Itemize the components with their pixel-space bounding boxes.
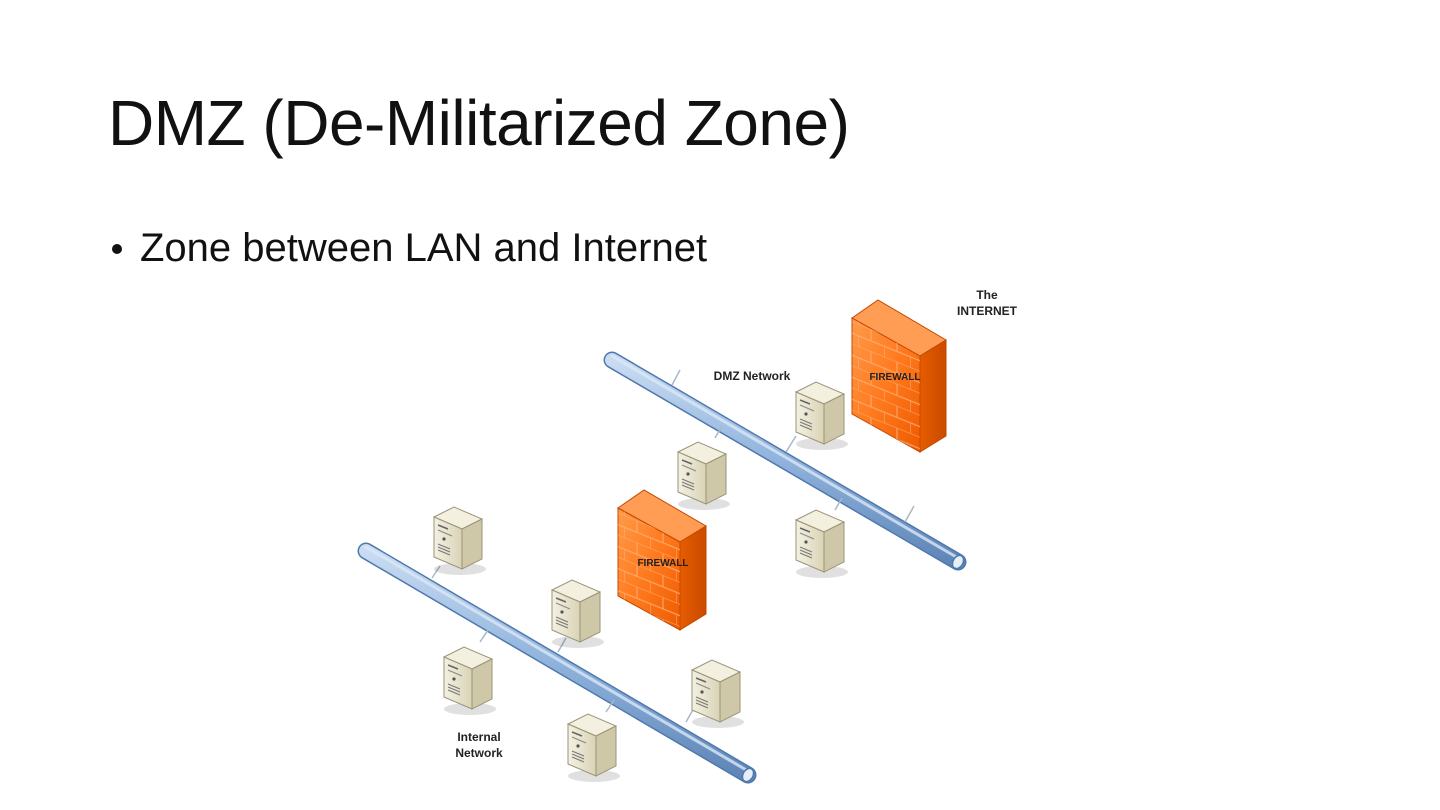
inner-firewall-icon: FIREWALL bbox=[617, 489, 707, 631]
internal-server-icon bbox=[551, 579, 605, 649]
internal-network-label-line2: Network bbox=[455, 746, 503, 760]
dmz-server-icon bbox=[795, 381, 849, 451]
bullet-item: Zone between LAN and Internet bbox=[108, 226, 707, 271]
internal-server-icon bbox=[567, 713, 621, 783]
internal-server-icon bbox=[691, 659, 745, 729]
bullet-dot bbox=[112, 243, 122, 254]
bullet-text: Zone between LAN and Internet bbox=[140, 226, 708, 270]
dmz-backbone bbox=[603, 351, 967, 571]
internet-label-line1: The bbox=[976, 288, 998, 302]
outer-firewall-label: FIREWALL bbox=[869, 372, 920, 383]
dmz-server-icon bbox=[795, 509, 849, 579]
dmz-network-label: DMZ Network bbox=[714, 369, 791, 383]
internal-backbone bbox=[357, 542, 757, 784]
internal-server-icon bbox=[433, 506, 487, 576]
dmz-server-icon bbox=[677, 441, 731, 511]
internet-label-line2: INTERNET bbox=[957, 304, 1018, 318]
internal-server-icon bbox=[443, 646, 497, 716]
internal-network-label-line1: Internal bbox=[457, 730, 500, 744]
slide-title: DMZ (De-Militarized Zone) bbox=[108, 87, 850, 159]
outer-firewall-icon: FIREWALL bbox=[851, 299, 947, 453]
inner-firewall-label: FIREWALL bbox=[637, 558, 688, 569]
